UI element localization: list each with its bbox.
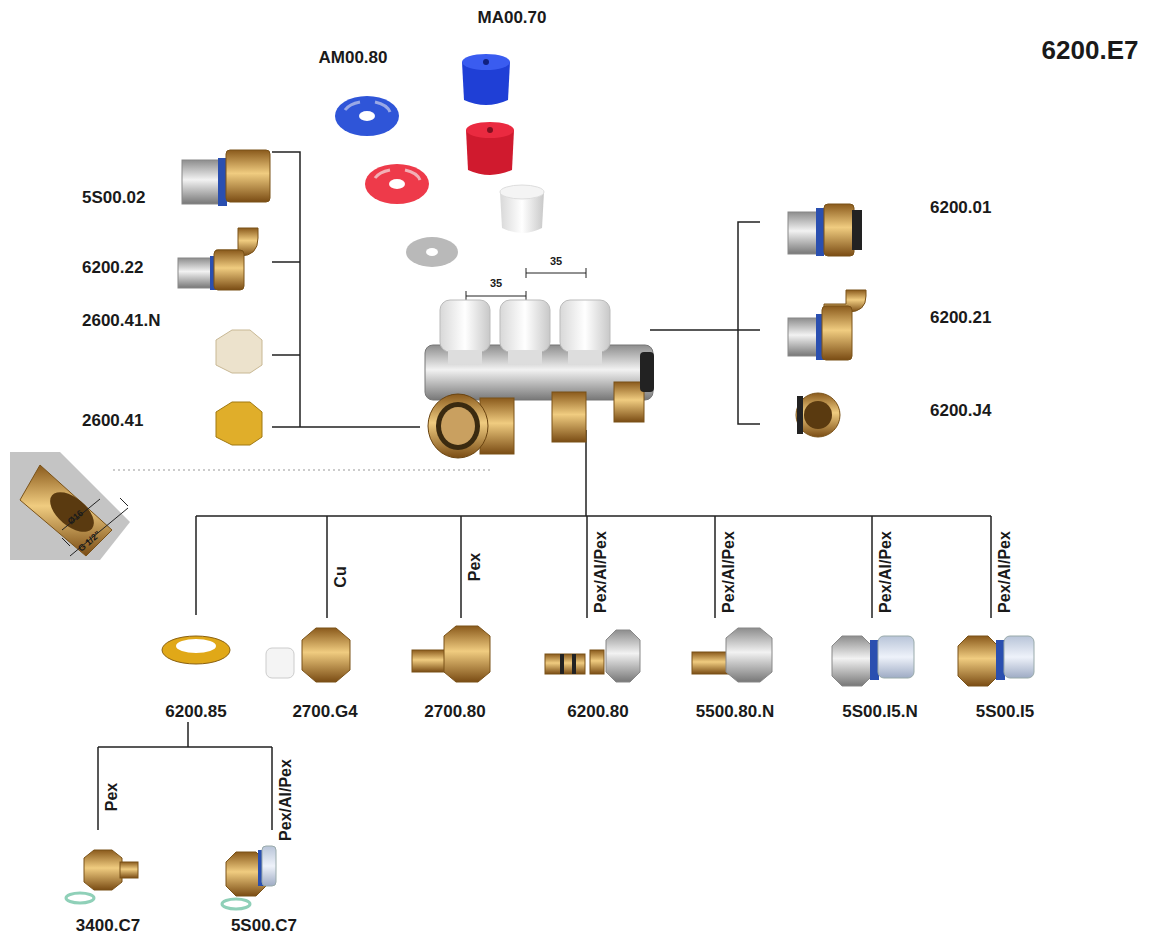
part-code: 6200.J4 (930, 402, 991, 421)
part-code: 6200.85 (165, 703, 226, 722)
part-code: 6200.22 (82, 259, 143, 278)
diagram-title: 6200.E7 (1042, 36, 1139, 65)
pipe-type: Pex/Al/Pex (877, 531, 895, 613)
part-code: MA00.70 (478, 9, 547, 28)
part-code: AM00.80 (319, 49, 388, 68)
pipe-type: Cu (332, 566, 350, 587)
pipe-type: Pex (466, 553, 484, 581)
dimension: 35 (550, 255, 562, 267)
part-code: 5S00.I5 (976, 703, 1035, 722)
part-code: 6200.80 (567, 703, 628, 722)
part-code: 5500.80.N (696, 703, 774, 722)
dimension: 35 (490, 277, 502, 289)
part-code: 5S00.C7 (231, 917, 297, 936)
part-code: 2700.80 (424, 703, 485, 722)
part-code: 5S00.I5.N (842, 703, 918, 722)
pipe-type: Pex/Al/Pex (592, 531, 610, 613)
pipe-type: Pex/Al/Pex (720, 531, 738, 613)
pipe-type: Pex/Al/Pex (277, 759, 295, 841)
part-code: 2600.41.N (82, 312, 160, 331)
part-code: 6200.21 (930, 309, 991, 328)
part-code: 2700.G4 (292, 703, 357, 722)
pipe-type: Pex (103, 783, 121, 811)
part-code: 5S00.02 (82, 189, 145, 208)
part-code: 2600.41 (82, 412, 143, 431)
part-code: 6200.01 (930, 199, 991, 218)
part-code: 3400.C7 (76, 917, 140, 936)
pipe-type: Pex/Al/Pex (996, 531, 1014, 613)
